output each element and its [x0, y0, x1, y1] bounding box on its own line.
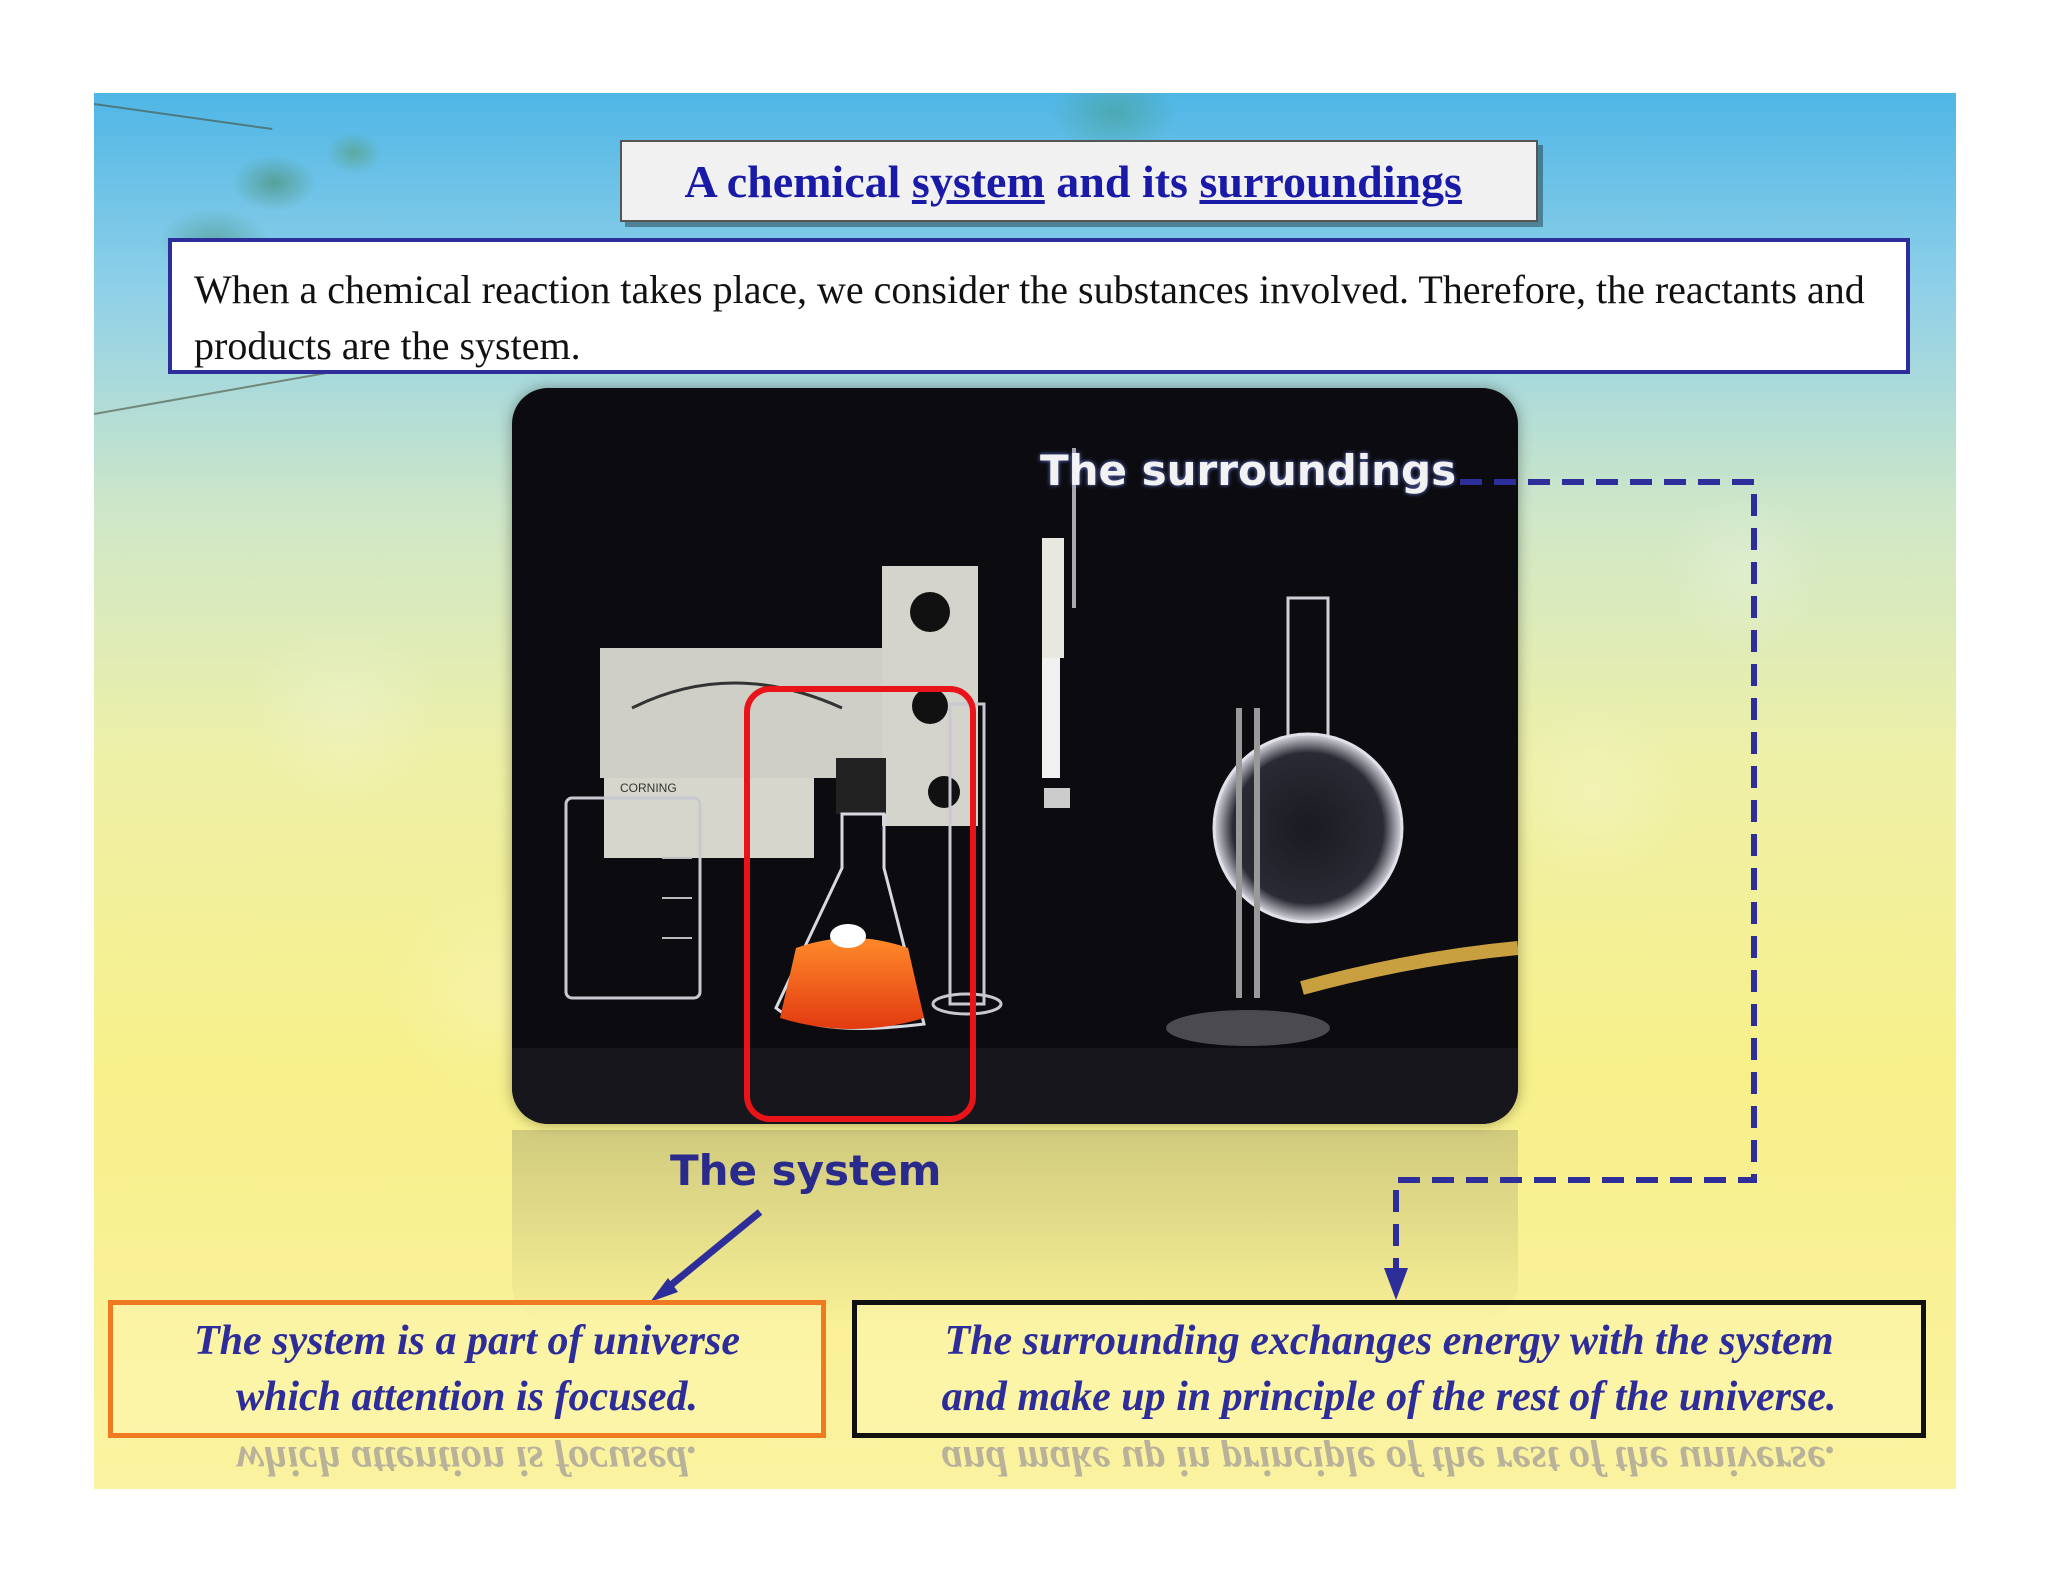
surroundings-definition-box: The surrounding exchanges energy with th…	[852, 1300, 1926, 1438]
photo-reflection	[512, 1130, 1518, 1320]
title-surroundings-word: surroundings	[1199, 155, 1462, 207]
surroundings-definition-line2: and make up in principle of the rest of …	[941, 1374, 1837, 1420]
surroundings-definition-reflection: and make up in principle of the rest of …	[941, 1440, 1837, 1483]
svg-text:CORNING: CORNING	[620, 781, 677, 795]
surroundings-label: The surroundings	[1040, 446, 1457, 495]
system-definition-box: The system is a part of universe which a…	[108, 1300, 826, 1438]
intro-text-box: When a chemical reaction takes place, we…	[168, 238, 1910, 374]
system-label: The system	[670, 1146, 942, 1195]
system-arrow-head	[650, 1278, 678, 1302]
system-arrow-line	[657, 1209, 763, 1297]
slide-title: A chemical system and its surroundings	[620, 140, 1538, 222]
intro-text: When a chemical reaction takes place, we…	[194, 267, 1865, 368]
title-system-word: system	[911, 155, 1045, 207]
title-middle: and its	[1056, 155, 1188, 207]
title-prefix: A chemical	[684, 155, 901, 207]
system-definition-reflection: which attention is focused.	[235, 1440, 699, 1483]
surroundings-definition-line1: The surrounding exchanges energy with th…	[944, 1318, 1834, 1364]
system-definition-line1: The system is a part of universe	[194, 1318, 740, 1364]
surroundings-dashed-connector	[1393, 479, 1757, 1270]
surroundings-arrow-head	[1384, 1268, 1408, 1300]
system-definition-line2: which attention is focused.	[235, 1374, 699, 1420]
system-highlight-box	[744, 686, 976, 1122]
